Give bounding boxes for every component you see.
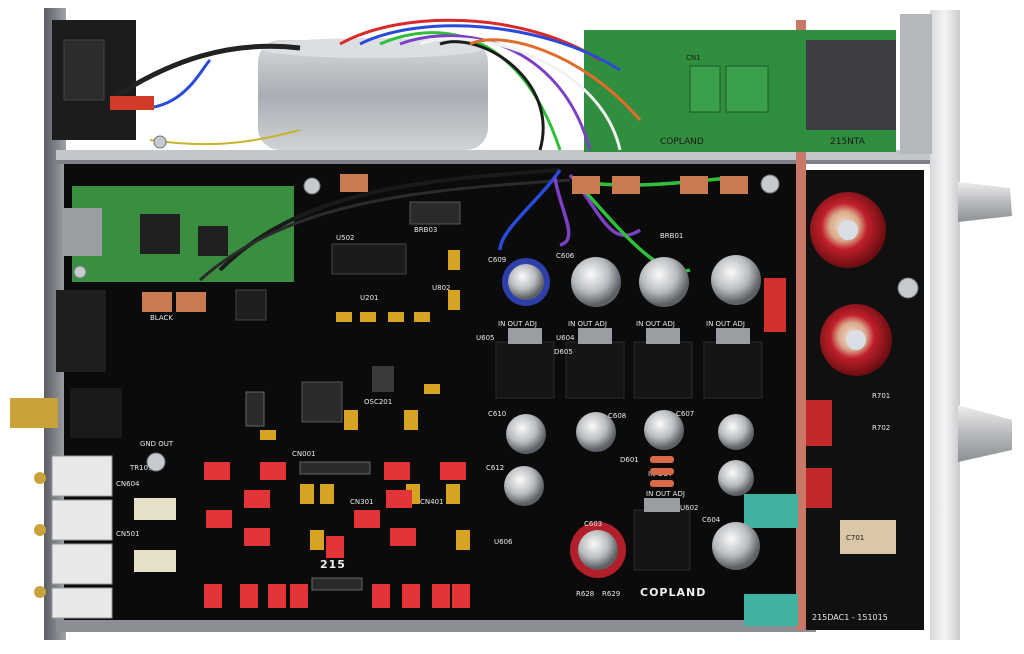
cap-c604b xyxy=(639,257,689,307)
red-film-capacitors xyxy=(204,462,470,608)
label-black: BLACK xyxy=(150,314,173,322)
regulator-heatsinks xyxy=(495,341,763,571)
relay-box xyxy=(840,520,896,554)
terminal-block-2 xyxy=(725,65,769,113)
output-terminals xyxy=(34,455,113,619)
film-cap-r3 xyxy=(764,278,786,332)
svg-text:U502: U502 xyxy=(336,234,354,242)
svg-text:U602: U602 xyxy=(680,504,698,512)
svg-text:U201: U201 xyxy=(360,294,378,302)
cap-c604 xyxy=(712,522,760,570)
selector-knob xyxy=(958,405,1012,462)
volume-knob xyxy=(958,182,1012,222)
relay-2 xyxy=(134,550,176,572)
label-copland-psu: COPLAND xyxy=(660,137,704,147)
spade-connector xyxy=(110,96,154,110)
teal-connector-1 xyxy=(744,494,798,528)
svg-text:C608: C608 xyxy=(608,412,626,420)
screws xyxy=(73,135,919,472)
iec-socket xyxy=(63,39,105,101)
terminal-block-1 xyxy=(689,65,721,113)
cap-c603b xyxy=(711,255,761,305)
bottom-chassis-rail xyxy=(56,618,816,632)
cap-c608 xyxy=(576,412,616,452)
usb-port xyxy=(62,208,102,256)
svg-text:C610: C610 xyxy=(488,410,506,418)
copper-pads xyxy=(142,174,748,312)
svg-text:C604: C604 xyxy=(702,516,721,524)
svg-text:IN OUT ADJ: IN OUT ADJ xyxy=(568,320,607,328)
optical-input-1 xyxy=(56,290,106,340)
label-model-dac: 215DAC1 - 151015 xyxy=(812,613,888,622)
cap-c610 xyxy=(506,414,546,454)
svg-text:C607: C607 xyxy=(676,410,694,418)
film-cap-r2 xyxy=(806,468,832,508)
faceplate-bracket xyxy=(900,14,932,154)
svg-text:CN301: CN301 xyxy=(350,498,374,506)
coax-housing xyxy=(70,388,122,438)
label-copland-main: COPLAND xyxy=(640,586,706,599)
svg-text:IN OUT ADJ: IN OUT ADJ xyxy=(636,320,675,328)
svg-text:TR101: TR101 xyxy=(129,464,153,472)
svg-text:U802: U802 xyxy=(432,284,450,292)
cap-c612 xyxy=(504,466,544,506)
svg-text:IN OUT ADJ: IN OUT ADJ xyxy=(646,490,685,498)
rca-jack-block xyxy=(806,40,896,130)
osc201 xyxy=(372,366,394,392)
coax-input xyxy=(10,398,58,428)
red-pcb-edge xyxy=(796,20,806,630)
svg-text:CN001: CN001 xyxy=(292,450,316,458)
svg-text:C609: C609 xyxy=(488,256,506,264)
svg-text:BRB01: BRB01 xyxy=(660,232,683,240)
usb-interface-module xyxy=(72,186,294,282)
svg-text:OSC201: OSC201 xyxy=(364,398,392,406)
svg-text:GND OUT: GND OUT xyxy=(140,440,174,448)
svg-text:D601: D601 xyxy=(620,456,639,464)
cap-c606 xyxy=(571,257,621,307)
resistors xyxy=(650,456,674,487)
smd-capacitors xyxy=(260,250,470,550)
svg-text:D605: D605 xyxy=(554,348,573,356)
svg-text:C612: C612 xyxy=(486,464,504,472)
film-cap-r1 xyxy=(806,400,832,446)
usb-chip xyxy=(140,214,180,254)
chip-dac xyxy=(301,381,343,423)
svg-text:C606: C606 xyxy=(556,252,575,260)
svg-text:R628: R628 xyxy=(576,590,594,598)
svg-text:R702: R702 xyxy=(872,424,890,432)
optical-input-2 xyxy=(56,336,106,372)
svg-text:CN604: CN604 xyxy=(116,480,140,488)
label-215: 215 xyxy=(320,558,346,571)
pin-header xyxy=(245,391,265,427)
svg-text:BRB03: BRB03 xyxy=(414,226,437,234)
svg-text:U606: U606 xyxy=(494,538,513,546)
chip-u502 xyxy=(331,243,407,275)
front-faceplate xyxy=(930,10,960,640)
svg-text:CN401: CN401 xyxy=(420,498,444,506)
label-215nta: 215NTA xyxy=(830,137,866,147)
relay-1 xyxy=(134,498,176,520)
svg-text:IN OUT ADJ: IN OUT ADJ xyxy=(706,320,745,328)
svg-text:IN OUT ADJ: IN OUT ADJ xyxy=(498,320,537,328)
transformer-wires xyxy=(339,18,642,151)
svg-text:U604: U604 xyxy=(556,334,575,342)
teal-connector-2 xyxy=(744,594,798,626)
label-c701: C701 xyxy=(846,534,864,542)
svg-text:R629: R629 xyxy=(602,590,620,598)
svg-text:C603: C603 xyxy=(584,520,602,528)
toroidal-transformer xyxy=(258,40,488,150)
label-cn1: CN1 xyxy=(686,54,701,62)
svg-text:R701: R701 xyxy=(872,392,890,400)
svg-text:CN501: CN501 xyxy=(116,530,140,538)
svg-text:U605: U605 xyxy=(476,334,494,342)
cap-c607 xyxy=(644,410,684,450)
